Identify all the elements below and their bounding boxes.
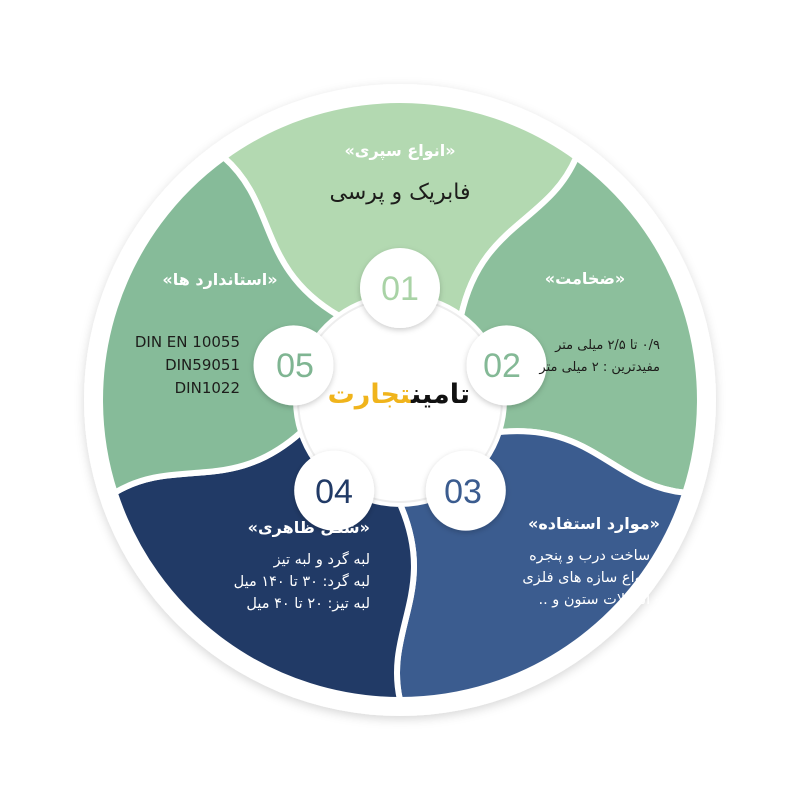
segment-5-number: 05	[276, 347, 314, 385]
segment-5-line-1: DIN EN 10055	[134, 333, 240, 351]
logo-part-1: تامین	[410, 379, 470, 410]
segment-3-title: «موارد استفاده»	[527, 514, 660, 533]
segment-2-number-badge	[466, 325, 547, 406]
segment-4-line-2: لبه گرد: ۳۰ تا ۱۴۰ میل	[233, 574, 370, 590]
segment-4-title: «شکل ظاهری»	[247, 518, 370, 537]
segment-1-title: «انواع سپری»	[344, 141, 456, 160]
segment-5-line-2: DIN59051	[165, 356, 240, 374]
segment-4-line-1: لبه گرد و لبه تیز	[273, 552, 370, 568]
company-logo: تامینتجارت	[327, 372, 470, 418]
segment-3-number: 03	[444, 473, 482, 511]
segment-5-title: «استاندارد ها»	[162, 270, 278, 289]
segment-3-number-badge	[425, 450, 506, 531]
segment-5-shape	[97, 154, 342, 496]
segment-2-line-1: ۰/۹ تا ۲/۵ میلی متر	[555, 338, 660, 353]
segment-2-shape	[458, 154, 703, 496]
segment-4-number-badge	[294, 450, 375, 531]
segment-4-line-3: لبه تیز: ۲۰ تا ۴۰ میل	[246, 596, 370, 612]
segment-2-line-2: مفیدترین : ۲ میلی متر	[539, 360, 660, 375]
number-badges-layer	[253, 248, 547, 531]
segment-3-line-2: - انواع سازه های فلزی	[522, 570, 660, 586]
segment-5-line-3: DIN1022	[174, 379, 240, 397]
segment-2-number: 02	[483, 347, 521, 385]
segment-1-number-badge	[360, 248, 440, 328]
segment-3-line-3: - اتصالات ستون و ..	[538, 592, 660, 608]
segment-1-number: 01	[381, 270, 419, 308]
segment-3-line-1: - ساخت درب و پنجره	[529, 548, 660, 564]
logo-part-2: تجارت	[327, 379, 411, 410]
segment-2-title: «ضخامت»	[544, 269, 626, 288]
segment-5-number-badge	[253, 325, 334, 406]
segment-1-line-1: فابریک و پرسی	[329, 180, 471, 205]
segment-4-number: 04	[315, 473, 353, 511]
